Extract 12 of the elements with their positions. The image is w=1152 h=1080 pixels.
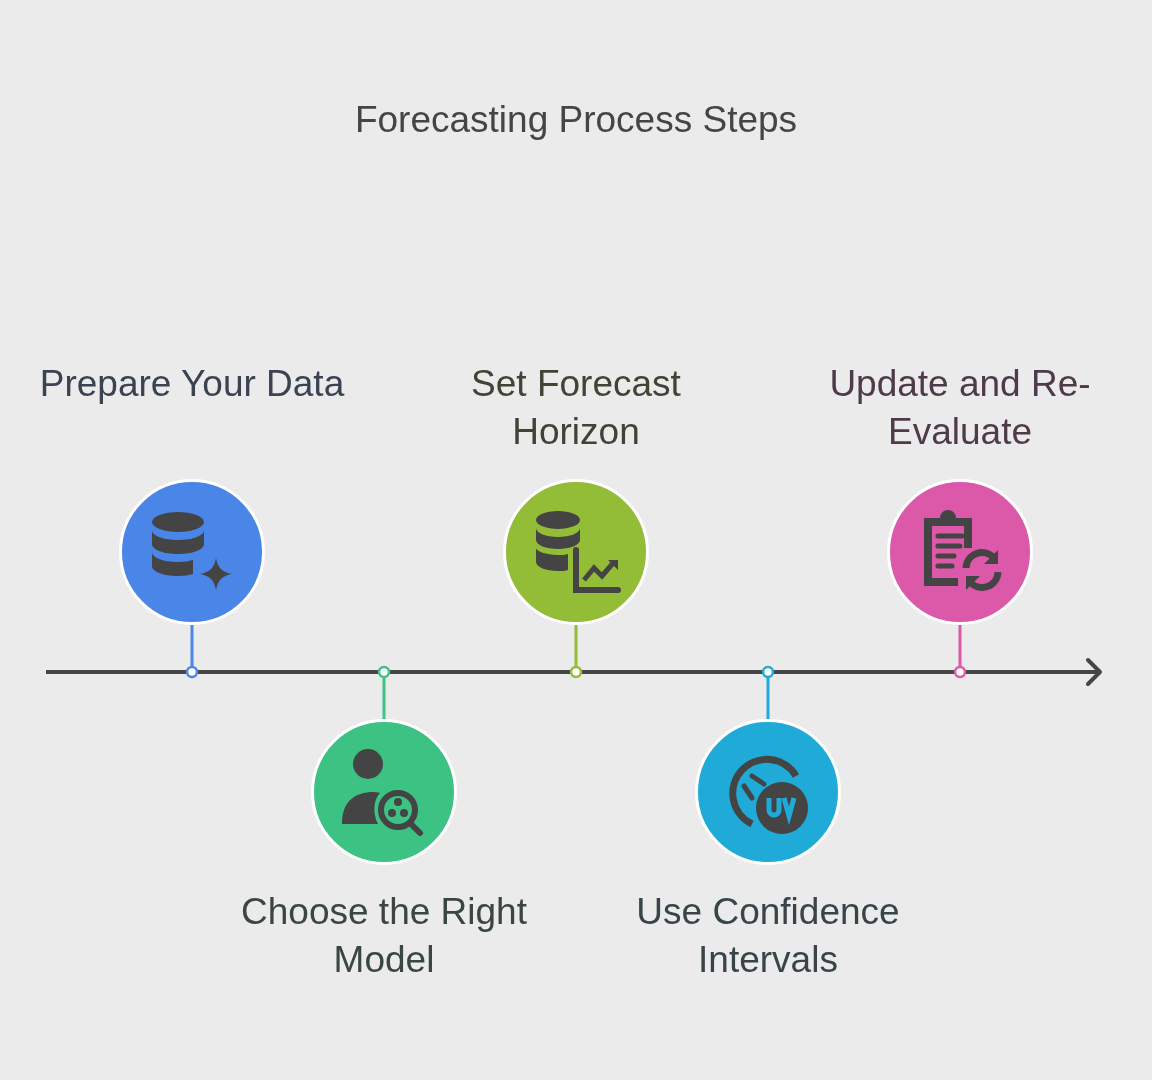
diagram-title: Forecasting Process Steps — [353, 98, 799, 142]
step-title: Use Confidence Intervals — [635, 890, 901, 982]
step-title: Choose the Right Model — [240, 890, 528, 982]
step-title: Prepare Your Data — [38, 362, 346, 406]
connector-line — [569, 625, 583, 679]
connector-line — [377, 665, 391, 719]
connector-line — [185, 625, 199, 679]
step-title: Update and Re-Evaluate — [828, 362, 1092, 454]
connector-line — [953, 625, 967, 679]
step-title: Set Forecast Horizon — [470, 362, 682, 454]
connector-line — [761, 665, 775, 719]
timeline-axis — [46, 658, 1102, 686]
